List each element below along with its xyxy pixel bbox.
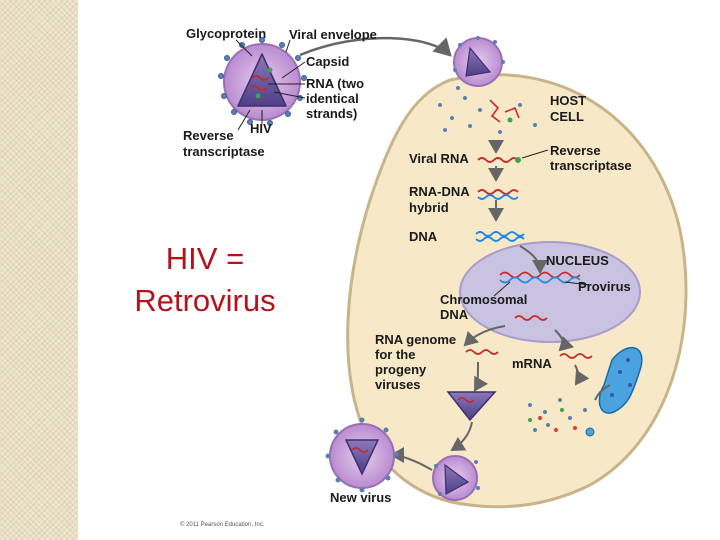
label-reverse-line2: transcriptase <box>183 144 265 159</box>
uncoating-particles <box>438 86 537 134</box>
label-viral-envelope: Viral envelope <box>289 27 377 42</box>
label-genome-line4: viruses <box>375 377 421 392</box>
label-nucleus: NUCLEUS <box>546 253 609 268</box>
label-rnadna-line1: RNA-DNA <box>409 184 470 199</box>
reverse-transcriptase-dot <box>515 157 521 163</box>
budding-virion <box>432 455 480 501</box>
title-line-1: HIV = <box>165 241 245 276</box>
assembling-virion <box>446 391 497 422</box>
title-line-2: Retrovirus <box>134 283 276 318</box>
label-dna: DNA <box>409 229 438 244</box>
label-host-line1: HOST <box>550 93 586 108</box>
label-viral-rna: Viral RNA <box>409 151 469 166</box>
label-reverse-line1: Reverse <box>183 128 234 143</box>
label-genome-line1: RNA genome <box>375 332 456 347</box>
viral-dna <box>475 231 525 237</box>
nucleus <box>459 241 641 343</box>
label-host-line2: CELL <box>550 109 584 124</box>
label-chromosomal-line1: Chromosomal <box>440 292 527 307</box>
copyright-text: © 2011 Pearson Education, Inc. <box>180 521 265 528</box>
new-virus <box>325 417 399 493</box>
label-rna-line1: RNA (two <box>306 76 364 91</box>
label-capsid: Capsid <box>306 54 349 69</box>
label-mrna: mRNA <box>512 356 552 371</box>
label-rna-line2: identical <box>306 91 359 106</box>
chromosomal-dna <box>499 271 581 279</box>
label-genome-line2: for the <box>375 347 415 362</box>
label-chromosomal-line2: DNA <box>440 307 469 322</box>
viral-protein-particles <box>528 398 595 437</box>
label-genome-line3: progeny <box>375 362 427 377</box>
viral-rna-strand <box>477 157 519 163</box>
label-hiv: HIV <box>250 121 272 136</box>
membrane-vesicle <box>598 346 643 414</box>
label-provirus: Provirus <box>578 279 631 294</box>
label-rt-right-line1: Reverse <box>550 143 601 158</box>
label-rt-right-line2: transcriptase <box>550 158 632 173</box>
fusing-virion <box>453 36 505 87</box>
hiv-virion <box>218 37 307 126</box>
label-rna-line3: strands) <box>306 106 357 121</box>
decorative-side-stripe <box>0 0 78 540</box>
label-glycoprotein: Glycoprotein <box>186 26 266 41</box>
slide-title: HIV = Retrovirus <box>100 238 310 322</box>
label-rnadna-line2: hybrid <box>409 200 449 215</box>
rna-dna-hybrid <box>477 189 519 195</box>
label-new-virus: New virus <box>330 490 391 505</box>
